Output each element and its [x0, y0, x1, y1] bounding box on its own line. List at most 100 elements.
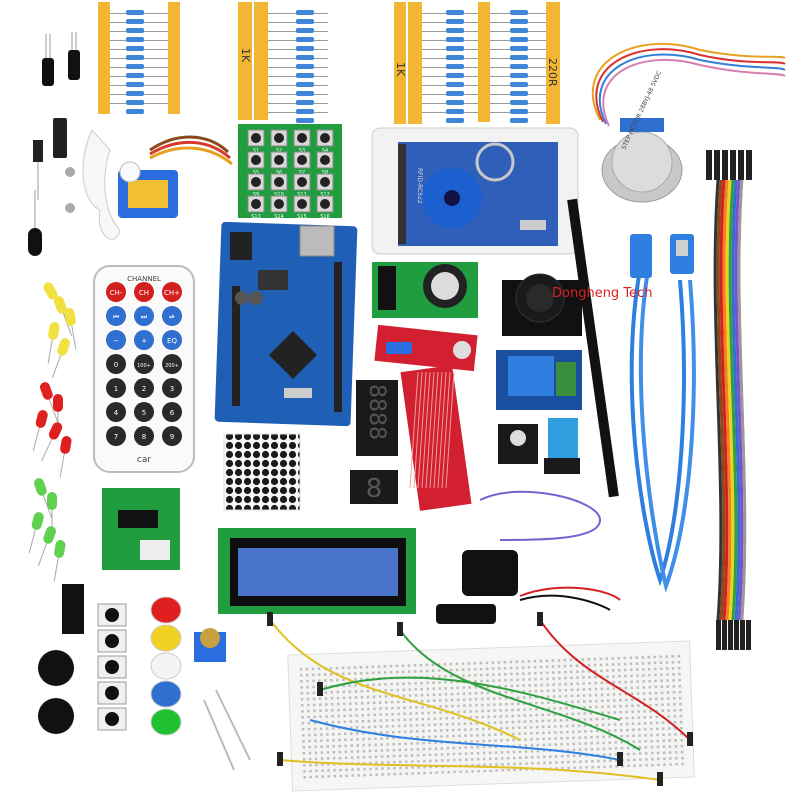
green-leds — [28, 478, 66, 582]
stepper-driver-board — [102, 488, 180, 570]
button-cap — [150, 708, 182, 736]
battery-clip — [436, 490, 621, 624]
keypad-key: S15 — [293, 195, 311, 220]
button-cap — [150, 680, 182, 708]
remote-button: − — [106, 330, 126, 350]
resistor — [510, 91, 528, 96]
rfid-label: RFID-RC522 — [416, 168, 423, 204]
resistor — [510, 46, 528, 51]
photoresistors — [203, 689, 251, 771]
remote-button-label: CH- — [110, 289, 123, 297]
resistor — [446, 73, 464, 78]
resistor — [446, 37, 464, 42]
keypad-key-label: S4 — [322, 148, 328, 154]
dht11-sensor — [544, 418, 580, 474]
resistor — [510, 37, 528, 42]
keypad-key: S16 — [316, 195, 334, 220]
remote-button-label: 200+ — [165, 363, 179, 369]
keypad-key: S5 — [247, 151, 265, 176]
resistor — [126, 64, 144, 69]
jumper-wire — [734, 179, 744, 621]
resistor — [510, 64, 528, 69]
remote-button: ⏭ — [134, 306, 154, 326]
pin-header-long — [567, 198, 619, 498]
relay-module — [496, 350, 582, 410]
resistor — [510, 109, 528, 114]
remote-button-label: 3 — [170, 385, 174, 393]
remote-button-label: CH+ — [164, 289, 180, 297]
remote-button-label: 100+ — [137, 363, 151, 369]
resistor — [446, 10, 464, 15]
resistor-strips: 1K 1K 220R — [98, 2, 560, 124]
remote-button-label: 4 — [114, 409, 119, 417]
resistor — [126, 37, 144, 42]
remote-brand: car — [137, 455, 151, 465]
resistor — [296, 10, 314, 15]
led — [28, 512, 44, 553]
resistor — [296, 19, 314, 24]
resistor — [510, 19, 528, 24]
resistor — [296, 100, 314, 105]
resistor — [446, 55, 464, 60]
led — [53, 540, 66, 582]
keypad-key: S8 — [316, 151, 334, 176]
remote-button-label: EQ — [167, 337, 177, 345]
resistor — [510, 28, 528, 33]
yellow-leds — [43, 282, 77, 379]
resistor — [510, 118, 528, 123]
keypad-key-label: S8 — [322, 170, 328, 176]
resistor — [446, 19, 464, 24]
resistor — [126, 100, 144, 105]
resistor — [126, 19, 144, 24]
resistor — [510, 55, 528, 60]
resistor — [510, 100, 528, 105]
resistor — [446, 118, 464, 123]
remote-button: 100+ — [134, 354, 154, 374]
push-button — [97, 707, 127, 731]
keypad-key: S6 — [270, 151, 288, 176]
jumper-wire — [722, 179, 732, 621]
resistor — [296, 37, 314, 42]
seven-segment-1digit-value: 8 — [366, 474, 383, 504]
jumper-wire — [728, 179, 738, 621]
resistor — [296, 73, 314, 78]
jumper-wire — [740, 179, 750, 621]
resistor — [296, 64, 314, 69]
remote-button-label: 9 — [170, 433, 174, 441]
ir-receiver — [28, 118, 75, 256]
remote-button-label: ⏯ — [169, 313, 175, 321]
resistor — [446, 82, 464, 87]
rfid-module: RFID-RC522 — [371, 127, 579, 255]
resistor — [126, 10, 144, 15]
seven-segment-4digit-value: 8888 — [364, 384, 389, 440]
remote-button-label: 5 — [142, 409, 146, 417]
servo-motor — [82, 129, 233, 240]
resistor-strip-3: 1K — [394, 2, 484, 124]
push-button — [97, 603, 127, 627]
resistor — [126, 55, 144, 60]
remote-button-label: 7 — [114, 433, 118, 441]
resistor — [446, 100, 464, 105]
resistor — [126, 46, 144, 51]
jumper-wire-bundle — [706, 150, 752, 650]
keypad-key-label: S2 — [276, 148, 282, 154]
led-matrix — [223, 433, 301, 511]
keypad-key-label: S16 — [320, 214, 330, 220]
remote-button-label: CH — [139, 289, 149, 297]
ic-chip — [62, 584, 84, 634]
resistor — [126, 91, 144, 96]
breadboard — [287, 640, 695, 792]
keypad-key-label: S6 — [276, 170, 282, 176]
water-level-sensor — [400, 365, 472, 511]
led — [32, 410, 48, 451]
remote-button: 8 — [134, 426, 154, 446]
remote-button: 1 — [106, 378, 126, 398]
button-caps — [150, 596, 182, 736]
remote-button-label: ⏮ — [113, 313, 119, 321]
led — [47, 322, 60, 364]
push-button — [97, 629, 127, 653]
resistor — [296, 109, 314, 114]
remote-button: 6 — [162, 402, 182, 422]
remote-button: CH+ — [162, 282, 182, 302]
